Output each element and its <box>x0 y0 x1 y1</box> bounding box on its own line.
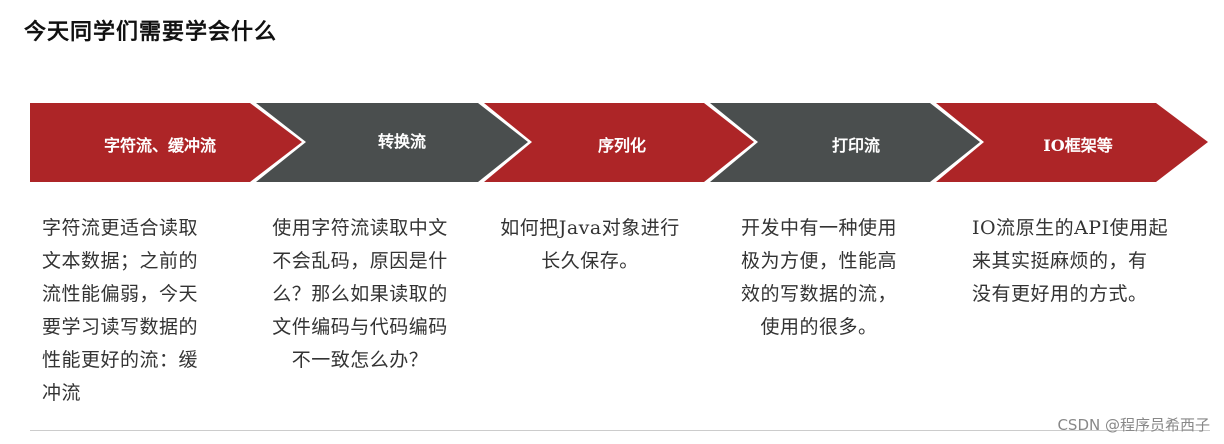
step-label-3: 序列化 <box>597 136 647 155</box>
watermark: CSDN @程序员希西子 <box>1057 416 1210 434</box>
description-line: 文件编码与代码编码 <box>272 316 448 338</box>
chevron-step-5 <box>936 103 1208 182</box>
description-line: 如何把Java对象进行 <box>500 217 680 239</box>
description-line: 效的写数据的流， <box>740 283 897 305</box>
step-description-2: 使用字符流读取中文 不会乱码，原因是什 么？那么如果读取的 文件编码与代码编码 … <box>260 212 460 377</box>
description-line: 要学习读写数据的 <box>42 316 199 338</box>
chevron-step-3 <box>484 103 754 182</box>
description-line: IO流原生的API使用起 <box>972 217 1169 239</box>
description-line: 开发中有一种使用 <box>740 217 897 239</box>
step-description-3: 如何把Java对象进行 长久保存。 <box>488 212 692 278</box>
step-label-5: IO框架等 <box>1043 136 1113 155</box>
step-description-5: IO流原生的API使用起 来其实挺麻烦的，有 没有更好用的方式。 <box>972 212 1168 311</box>
description-line: 流性能偏弱，今天 <box>42 283 199 305</box>
description-line: 来其实挺麻烦的，有 <box>972 250 1148 272</box>
bottom-divider <box>30 430 1210 431</box>
description-line: 文本数据；之前的 <box>42 250 199 272</box>
step-description-4: 开发中有一种使用 极为方便，性能高 效的写数据的流， 使用的很多。 <box>726 212 912 344</box>
description-line: 极为方便，性能高 <box>740 250 897 272</box>
description-line: 使用字符流读取中文 <box>272 217 448 239</box>
description-line: 性能更好的流：缓 <box>42 349 199 371</box>
chevron-step-4 <box>710 103 980 182</box>
step-label-4: 打印流 <box>831 136 881 155</box>
step-label-1: 字符流、缓冲流 <box>103 136 217 155</box>
page-title: 今天同学们需要学会什么 <box>24 19 278 45</box>
step-label-2: 转换流 <box>377 132 427 151</box>
description-line: 没有更好用的方式。 <box>972 283 1148 305</box>
description-line: 不一致怎么办？ <box>291 349 429 371</box>
description-line: 冲流 <box>42 382 82 404</box>
chevron-step-1 <box>30 103 302 182</box>
description-line: 么？那么如果读取的 <box>272 283 448 305</box>
description-line: 不会乱码，原因是什 <box>272 250 448 272</box>
step-description-1: 字符流更适合读取 文本数据；之前的 流性能偏弱，今天 要学习读写数据的 性能更好… <box>42 212 198 410</box>
description-line: 字符流更适合读取 <box>42 217 199 239</box>
description-line: 长久保存。 <box>541 250 639 272</box>
description-line: 使用的很多。 <box>760 316 878 338</box>
chevron-step-2 <box>256 103 528 182</box>
